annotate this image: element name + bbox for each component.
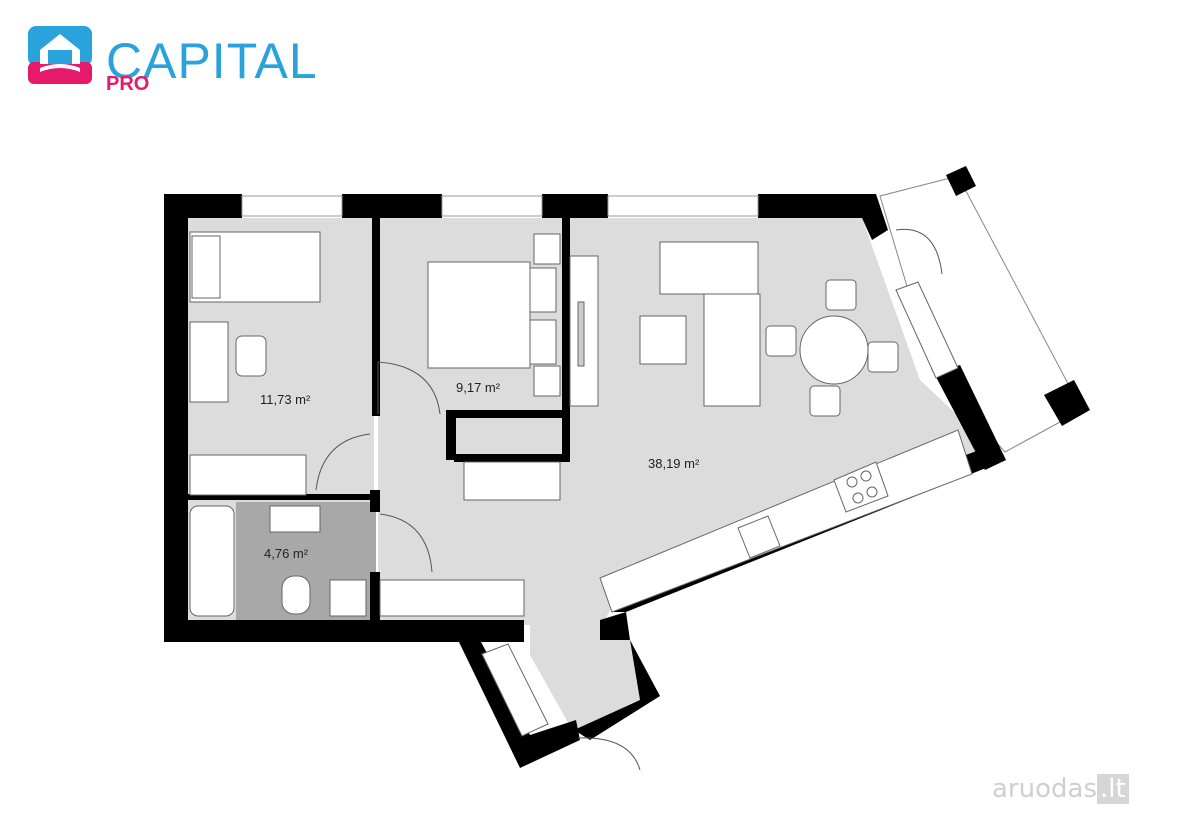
sofa-chaise: [703, 293, 761, 407]
watermark-suffix: .lt: [1097, 774, 1129, 804]
area-label-living-kitchen: 38,19 m²: [648, 456, 700, 471]
bathtub: [189, 505, 235, 617]
logo-wordmark: CAPITAL: [106, 33, 318, 89]
windows: [241, 195, 759, 217]
bedroom2-furniture: [427, 233, 561, 501]
chair-left: [765, 325, 797, 357]
area-label-bathroom: 4,76 m²: [264, 546, 309, 561]
desk-chair: [235, 335, 267, 377]
aruodas-watermark: aruodas.lt: [992, 774, 1129, 804]
coffee-table: [639, 315, 687, 365]
toilet: [281, 575, 311, 615]
storage-shelf: [379, 579, 525, 617]
hall-wardrobe: [463, 461, 561, 501]
sofa-back: [659, 241, 759, 295]
bathroom-fixtures: [189, 505, 525, 617]
sink: [737, 515, 781, 559]
logo-subtitle: PRO: [106, 73, 150, 95]
watermark-text: aruodas: [992, 774, 1097, 804]
washing-machine: [329, 579, 367, 617]
bathroom-sink: [269, 505, 321, 533]
chair-bottom: [809, 385, 841, 417]
area-label-bedroom-2: 9,17 m²: [456, 380, 501, 395]
double-bed: [427, 261, 531, 369]
chair-top: [825, 279, 857, 311]
dining-table: [799, 315, 869, 385]
living-furniture: [569, 241, 899, 417]
balcony-fixtures: [481, 281, 959, 737]
cooktop: [833, 461, 889, 513]
desk: [189, 321, 229, 403]
kitchen-counter: [599, 429, 973, 613]
house-logo-icon: [28, 26, 92, 84]
area-label-bedroom-1: 11,73 m²: [260, 392, 311, 407]
capital-pro-logo: CAPITAL PRO: [26, 22, 326, 97]
chair-right: [867, 341, 899, 373]
doors: [315, 228, 943, 771]
bedroom1-furniture: [189, 231, 321, 496]
wardrobe-1: [189, 454, 307, 496]
